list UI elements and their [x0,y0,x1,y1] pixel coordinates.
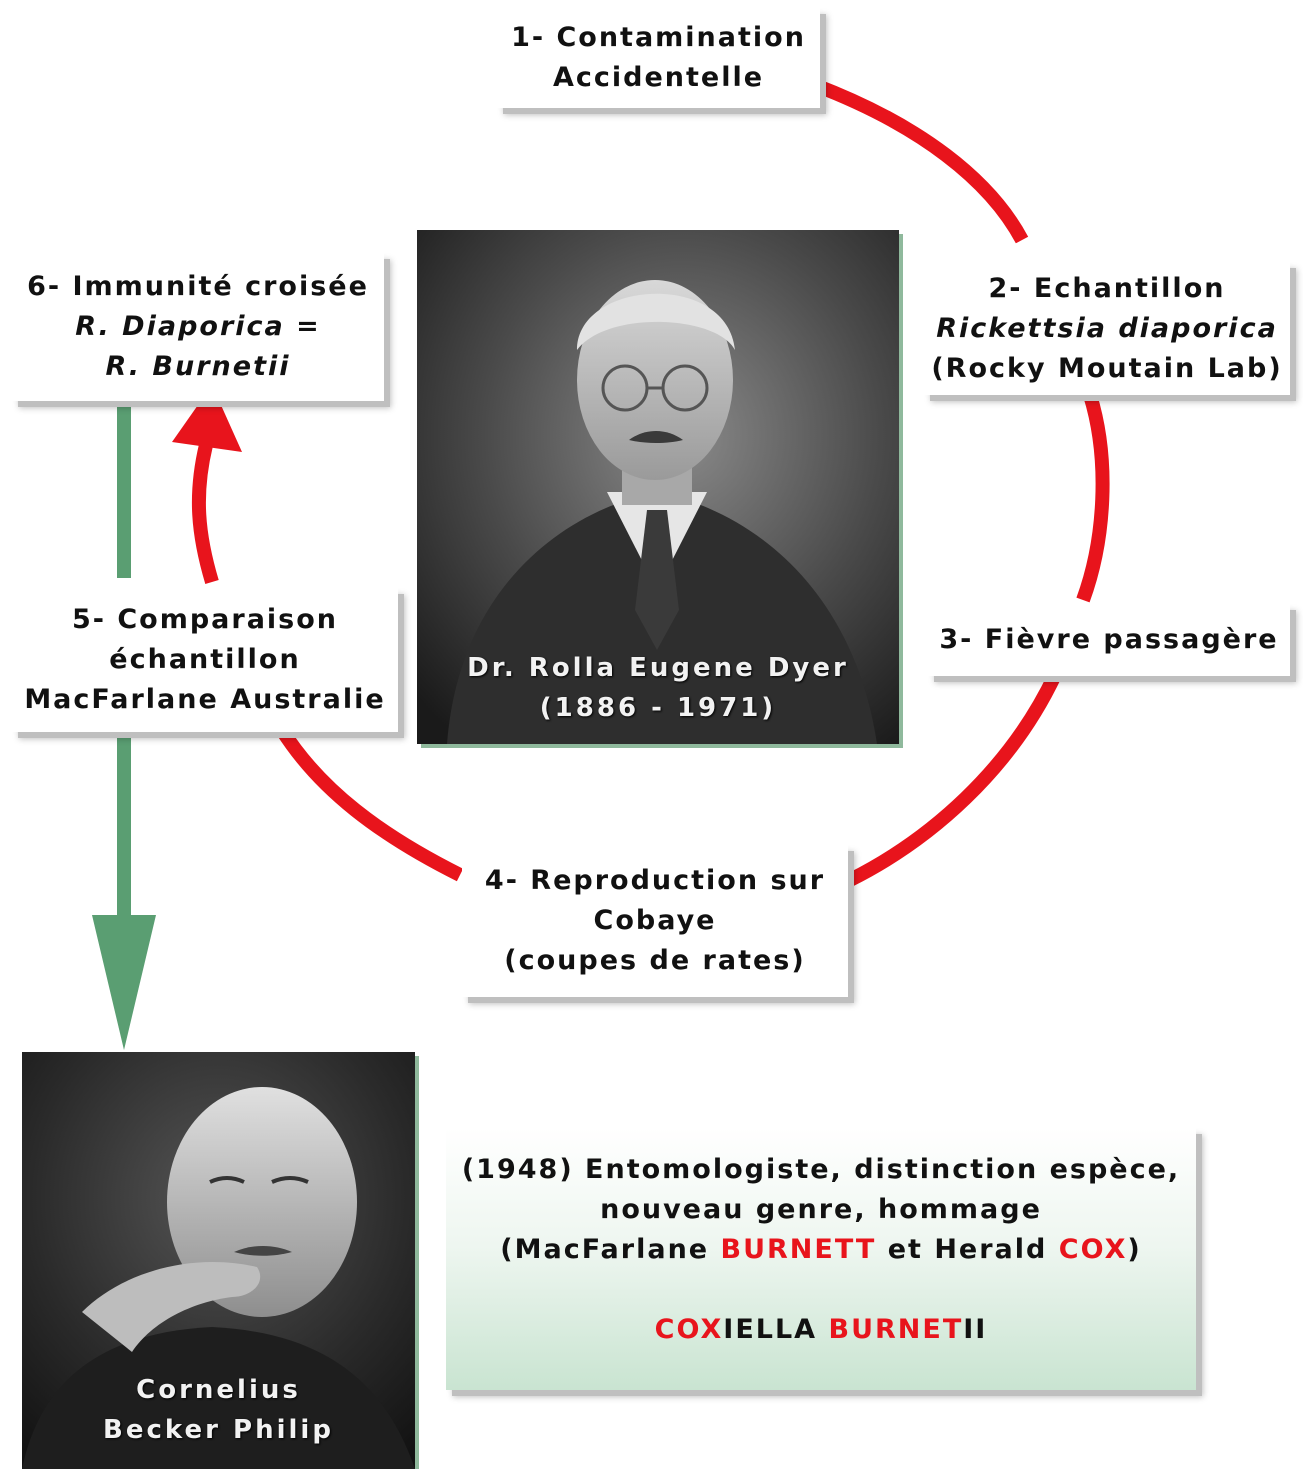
step-6-box: 6- Immunité croisée R. Diaporica = R. Bu… [12,253,384,401]
step-3-title: 3- Fièvre passagère [939,624,1279,655]
portrait-philip: Cornelius Becker Philip [22,1052,415,1469]
portrait-philip-line2: Becker Philip [103,1415,334,1445]
portrait-dyer-name: Dr. Rolla Eugene Dyer [467,653,849,683]
cycle-arc-3-to-4 [846,672,1062,887]
step-4-subject: Cobaye [593,905,717,936]
info-line-1: (1948) Entomologiste, distinction espèce… [461,1154,1181,1185]
flow-arrowhead [92,915,156,1050]
portrait-philip-caption: Cornelius Becker Philip [22,1370,415,1450]
step-4-detail: (coupes de rates) [504,945,806,976]
info-line-3: (MacFarlane BURNETT et Herald COX) [446,1230,1196,1270]
step-2-lab: (Rocky Moutain Lab) [931,352,1283,384]
step-5-title: 5- Comparaison [71,604,339,635]
step-2-title: 2- Echantillon [988,272,1226,304]
step-1-subtitle: Accidentelle [552,62,765,93]
species-name-iella: IELLA [723,1314,829,1345]
step-4-title: 4- Reproduction sur [484,865,826,896]
step-1-box: 1- Contamination Accidentelle [497,8,820,108]
cycle-arc-2-to-3 [1076,392,1110,603]
portrait-dyer-years: (1886 - 1971) [539,693,777,723]
portrait-philip-line1: Cornelius [136,1375,301,1405]
step-6-title: 6- Immunité croisée [27,271,369,302]
info-burnett: BURNETT [720,1234,877,1265]
cycle-arc-5-to-6 [191,443,219,584]
species-name-burnet: BURNET [828,1314,964,1345]
portrait-dyer-caption: Dr. Rolla Eugene Dyer (1886 - 1971) [417,648,899,728]
info-line-2: nouveau genre, hommage [600,1194,1042,1225]
info-species-name: COXIELLA BURNETII [446,1310,1196,1350]
step-2-species: Rickettsia diaporica [936,312,1278,344]
info-spacer [446,1270,1196,1310]
cycle-arrowhead [172,385,242,452]
step-6-line2: R. Diaporica = [75,311,321,342]
step-2-box: 2- Echantillon Rickettsia diaporica (Roc… [924,262,1290,395]
step-1-title: 1- Contamination [511,22,806,53]
info-line-3-a: (MacFarlane [500,1234,721,1265]
step-3-box: 3- Fièvre passagère [928,604,1290,676]
info-cox: COX [1058,1234,1128,1265]
cycle-arc-4-to-5 [276,726,464,882]
step-6-line3: R. Burnetii [105,351,291,382]
species-name-ii: II [963,1314,988,1345]
step-4-box: 4- Reproduction sur Cobaye (coupes de ra… [462,845,848,997]
species-name-cox: COX [654,1314,724,1345]
portrait-dyer-image [417,230,899,744]
info-line-3-e: ) [1127,1234,1142,1265]
cycle-arc-1-to-2 [812,78,1029,244]
step-5-box: 5- Comparaison échantillon MacFarlane Au… [12,588,398,732]
step-5-line2: échantillon [109,644,301,675]
portrait-dyer: Dr. Rolla Eugene Dyer (1886 - 1971) [417,230,899,744]
naming-info-box: (1948) Entomologiste, distinction espèce… [446,1128,1196,1390]
info-line-3-c: et Herald [876,1234,1059,1265]
step-5-line3: MacFarlane Australie [24,684,386,715]
portrait-philip-image [22,1052,415,1469]
